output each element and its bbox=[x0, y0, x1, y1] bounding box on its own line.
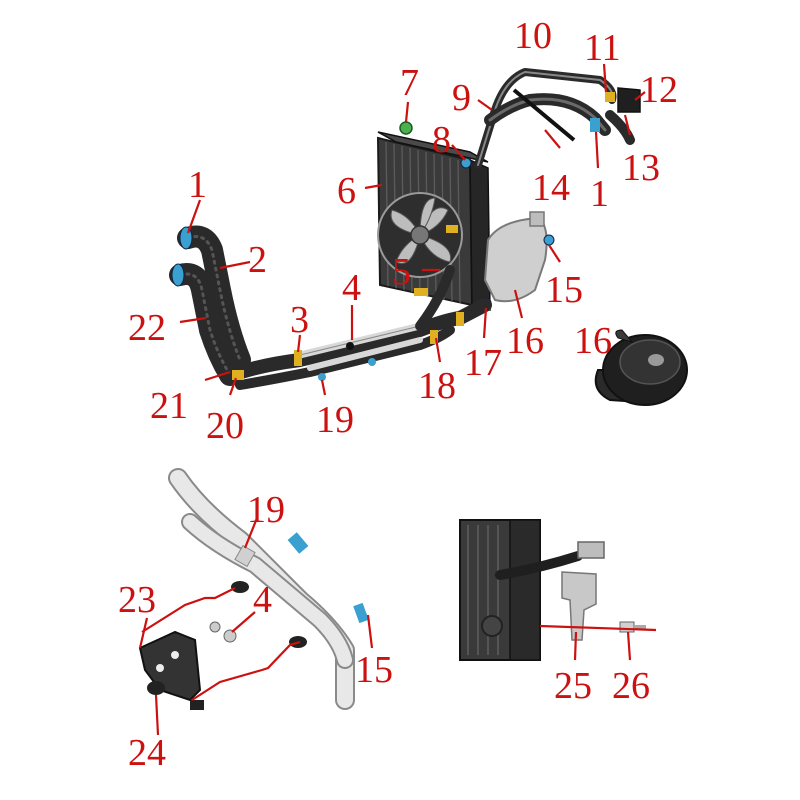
radiator-assembly bbox=[376, 121, 491, 311]
filler-neck bbox=[617, 87, 641, 113]
callout-24: 24 bbox=[128, 732, 166, 774]
radiator-clamp bbox=[414, 288, 428, 296]
callout-1b: 1 bbox=[590, 173, 609, 215]
callout-16b: 16 bbox=[574, 320, 612, 362]
hose-separator-strip bbox=[512, 88, 576, 142]
hose-clamp bbox=[605, 92, 615, 102]
pipe-bolt bbox=[353, 602, 369, 624]
cooling-fan-hub bbox=[410, 225, 430, 245]
rubber-grommet bbox=[231, 581, 249, 593]
hose-clamp bbox=[430, 330, 438, 344]
callout-4a: 4 bbox=[342, 267, 361, 309]
hose-clamp bbox=[456, 312, 464, 326]
callout-4b: 4 bbox=[253, 579, 272, 621]
callout-26: 26 bbox=[612, 665, 650, 707]
sensor-screw bbox=[619, 621, 646, 633]
hose-clamp bbox=[232, 370, 244, 380]
hose-clamp bbox=[590, 118, 600, 132]
callout-20: 20 bbox=[206, 405, 244, 447]
callout-14: 14 bbox=[532, 167, 570, 209]
callout-13: 13 bbox=[622, 147, 660, 189]
callout-22: 22 bbox=[128, 307, 166, 349]
callout-16a: 16 bbox=[506, 320, 544, 362]
top-hoses bbox=[474, 68, 641, 169]
radiator-bolt bbox=[460, 157, 472, 169]
callout-2: 2 bbox=[248, 239, 267, 281]
radiator-clamp bbox=[446, 225, 458, 233]
callout-10: 10 bbox=[514, 15, 552, 57]
left-hoses bbox=[169, 225, 251, 386]
hose-bolt bbox=[318, 373, 326, 381]
hose-bolt bbox=[368, 358, 376, 366]
callout-11: 11 bbox=[584, 27, 621, 69]
callout-3: 3 bbox=[290, 299, 309, 341]
callout-15b: 15 bbox=[355, 649, 393, 691]
callout-25: 25 bbox=[554, 665, 592, 707]
callout-9: 9 bbox=[452, 77, 471, 119]
callout-17: 17 bbox=[464, 342, 502, 384]
rubber-grommet bbox=[147, 681, 165, 695]
sensor-connector bbox=[577, 541, 605, 559]
tank-cap-detail bbox=[594, 329, 688, 406]
callout-6: 6 bbox=[337, 170, 356, 212]
lower-hose-run bbox=[225, 265, 492, 390]
radiator-side-tank bbox=[469, 158, 491, 311]
leader-lines bbox=[138, 63, 657, 736]
sensor-bracket bbox=[561, 571, 597, 641]
hose-clamp bbox=[294, 350, 302, 366]
bleed-cap bbox=[399, 121, 413, 135]
hose-bolt bbox=[346, 342, 354, 350]
sensor-detail bbox=[459, 519, 646, 661]
callout-19b: 19 bbox=[247, 489, 285, 531]
callout-15a: 15 bbox=[545, 269, 583, 311]
expansion-tank bbox=[480, 211, 555, 309]
callout-5: 5 bbox=[392, 251, 411, 293]
callout-18: 18 bbox=[418, 365, 456, 407]
callout-23: 23 bbox=[118, 579, 156, 621]
callout-21: 21 bbox=[150, 385, 188, 427]
callout-12: 12 bbox=[640, 69, 678, 111]
callout-8: 8 bbox=[432, 119, 451, 161]
callout-7: 7 bbox=[400, 62, 419, 104]
callout-1a: 1 bbox=[188, 164, 207, 206]
callout-19a: 19 bbox=[316, 399, 354, 441]
callouts: 1 2 22 3 4 5 6 7 8 9 10 11 12 13 14 1 15… bbox=[118, 15, 678, 774]
tank-bolt bbox=[543, 234, 555, 246]
pipe-bolt bbox=[287, 532, 309, 554]
